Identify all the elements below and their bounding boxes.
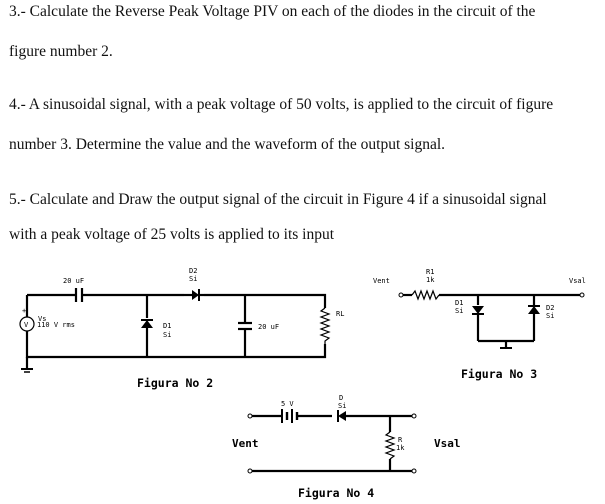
- fig2-d2-name: D2: [189, 267, 197, 275]
- fig4-input-terminal-top: [247, 413, 253, 419]
- fig4-output-terminal-top: [411, 413, 417, 419]
- fig2-source-value: 110 V rms: [37, 321, 75, 329]
- figure-2: 20 uF D2 Si V + Vs 110 V rms D: [19, 267, 344, 390]
- fig4-output-label: Vsal: [434, 437, 461, 450]
- fig3-resistor-r1: [411, 289, 440, 301]
- fig2-source-symbol: V: [24, 321, 29, 329]
- fig2-wire-top-right: [204, 293, 327, 308]
- question-4-line-1: 4.- A sinusoidal signal, with a peak vol…: [9, 96, 554, 113]
- fig2-caption: Figura No 2: [137, 376, 213, 390]
- figure-3: Vent R1 1k Vsal D1 Si D2 Si: [373, 268, 586, 381]
- fig2-diode-d2: [184, 289, 204, 301]
- fig4-battery: [276, 409, 332, 423]
- fig2-ground-icon: [21, 357, 33, 373]
- fig4-input-terminal-bottom: [247, 468, 253, 474]
- fig4-d-type: Si: [338, 402, 346, 410]
- fig2-source-plus: +: [22, 307, 26, 315]
- fig3-input-terminal: [398, 292, 404, 298]
- fig2-capacitor-c2: [238, 321, 252, 357]
- fig2-resistor-rl: [319, 307, 331, 344]
- fig4-input-label: Vent: [232, 437, 259, 450]
- fig3-input-label: Vent: [373, 277, 390, 285]
- fig4-output-terminal-bottom: [411, 468, 417, 474]
- fig4-resistor-r: [384, 431, 396, 460]
- fig3-d2-type: Si: [546, 312, 554, 320]
- question-5-line-1: 5.- Calculate and Draw the output signal…: [9, 191, 547, 208]
- fig3-diode-d1: [472, 306, 484, 341]
- fig2-source-label: Vs: [38, 315, 46, 323]
- fig2-d2-type: Si: [189, 275, 197, 283]
- fig3-caption: Figura No 3: [461, 367, 537, 381]
- fig3-r1-name: R1: [426, 268, 434, 276]
- fig2-rl-label: RL: [336, 310, 344, 318]
- fig3-d2-name: D2: [546, 304, 554, 312]
- fig2-d1-type: Si: [163, 331, 171, 339]
- fig4-diode-d: [337, 410, 390, 422]
- fig2-diode-d1: [141, 319, 153, 357]
- fig2-d1-name: D1: [163, 322, 171, 330]
- fig4-battery-label: 5 V: [281, 400, 294, 408]
- fig2-wire-bottom: [25, 331, 327, 359]
- fig4-r-name: R: [398, 436, 403, 444]
- fig4-caption: Figura No 4: [298, 486, 374, 500]
- fig2-c1-label: 20 uF: [63, 277, 84, 285]
- question-3-line-1: 3.- Calculate the Reverse Peak Voltage P…: [9, 3, 536, 20]
- figure-4: 5 V D Si R 1k Vent Vsal Figura No 4: [232, 394, 461, 500]
- fig3-output-terminal: [579, 292, 585, 298]
- fig3-d1-name: D1: [455, 299, 463, 307]
- fig4-r-value: 1k: [396, 444, 405, 452]
- question-5-line-2: with a peak voltage of 25 volts is appli…: [9, 226, 335, 243]
- fig3-diode-d2: [528, 305, 540, 341]
- fig4-d-name: D: [339, 394, 343, 402]
- fig2-capacitor-c1: [69, 288, 91, 302]
- fig2-c2-label: 20 uF: [258, 323, 279, 331]
- question-4-line-2: number 3. Determine the value and the wa…: [9, 136, 446, 153]
- fig3-r1-value: 1k: [426, 276, 435, 284]
- fig3-ground-icon: [500, 341, 512, 349]
- question-3-line-2: figure number 2.: [9, 43, 113, 60]
- fig3-d1-type: Si: [455, 307, 463, 315]
- fig3-output-label: Vsal: [569, 277, 586, 285]
